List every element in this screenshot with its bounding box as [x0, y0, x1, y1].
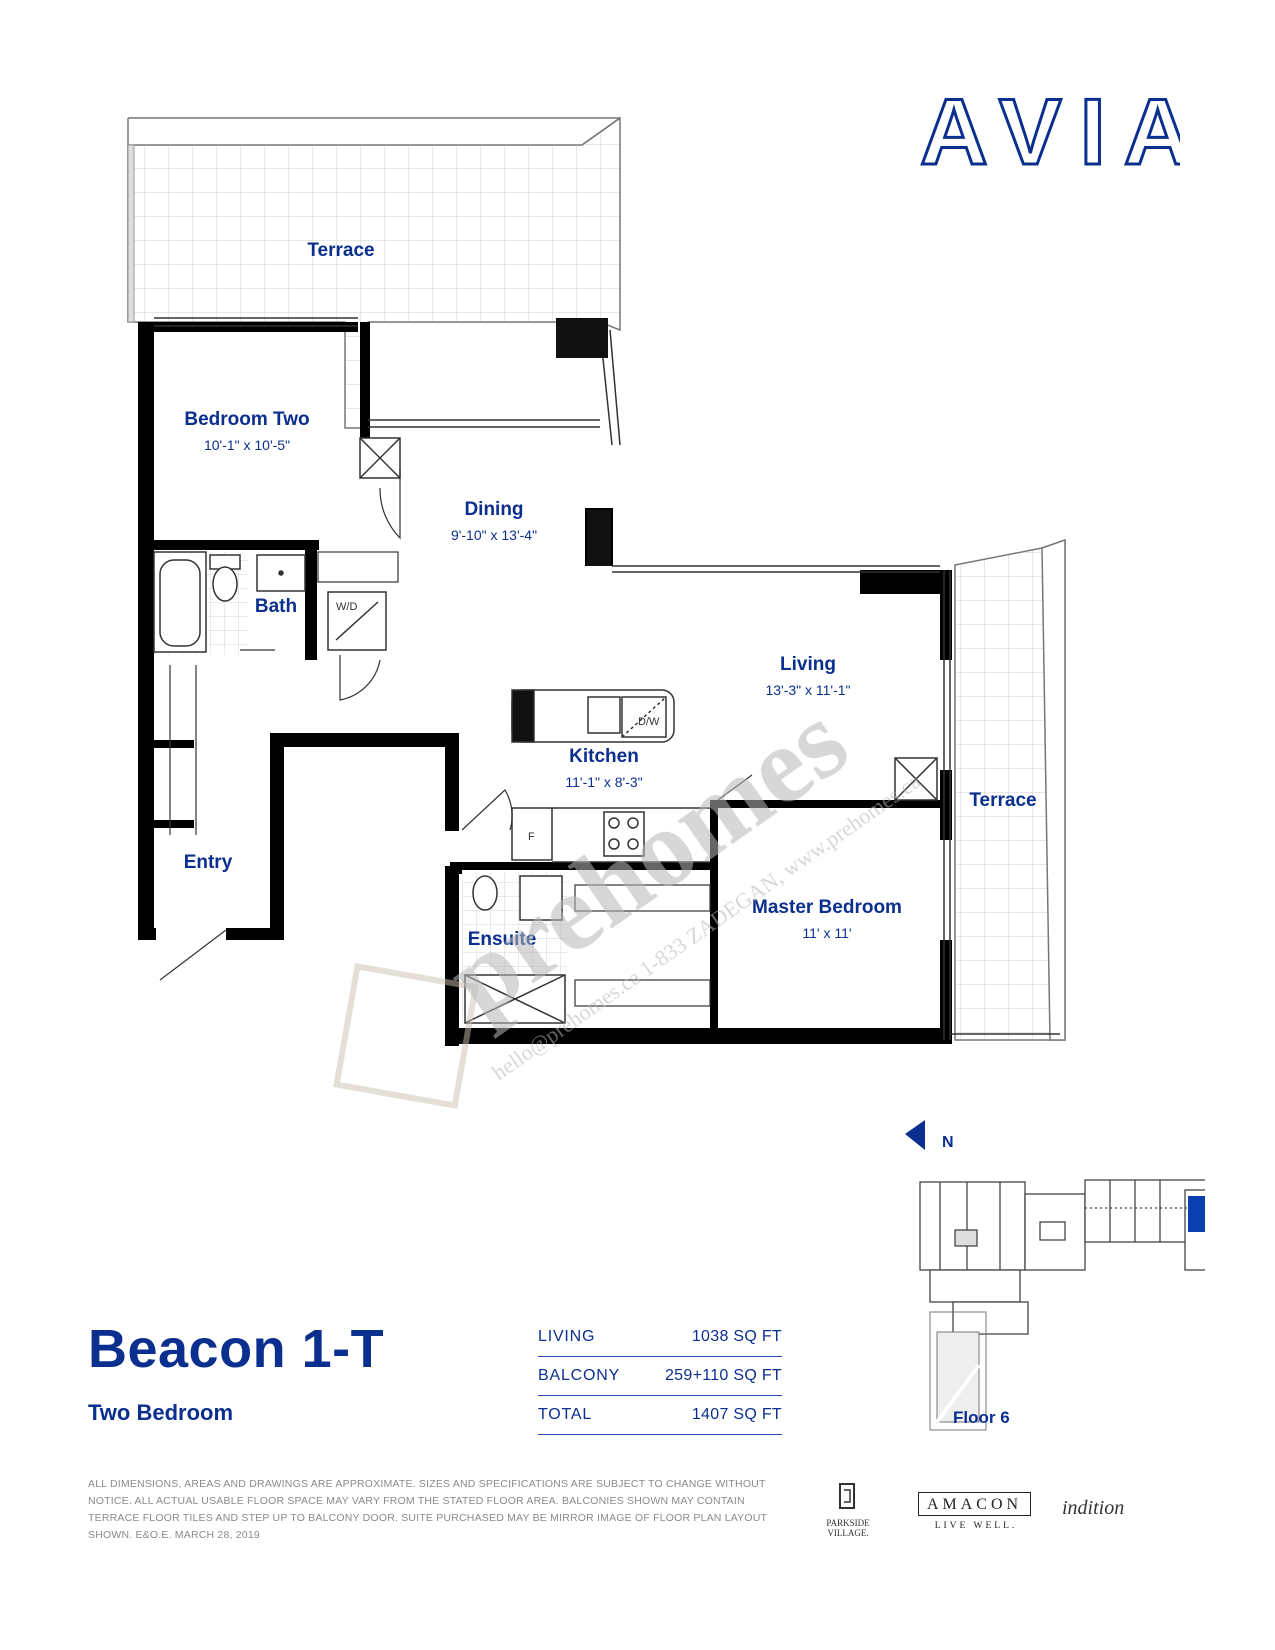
living-dims: 13'-3" x 11'-1"	[765, 682, 850, 698]
area-row-total: TOTAL 1407 SQ FT	[538, 1396, 782, 1435]
kitchen-fixtures	[511, 689, 710, 863]
key-plan-pool	[929, 1311, 987, 1431]
doors	[159, 468, 753, 981]
area-value: 259+110 SQ FT	[664, 1367, 782, 1384]
area-value: 1407 SQ FT	[691, 1406, 782, 1423]
area-label: BALCONY	[538, 1367, 621, 1384]
washer-dryer-label: W/D	[336, 601, 357, 613]
toilet-icon	[212, 566, 238, 602]
ensuite-sink-icon	[519, 875, 563, 921]
fridge-label: F	[528, 831, 535, 843]
unit-type: Two Bedroom	[88, 1400, 234, 1425]
amacon-logo: AMACON	[918, 1492, 1031, 1516]
master-bedroom-label: Master Bedroom	[752, 897, 902, 918]
north-label: N	[942, 1134, 954, 1151]
kitchen-dims: 11'-1" x 8'-3"	[565, 774, 642, 790]
area-value: 1038 SQ FT	[691, 1328, 782, 1345]
fridge-box	[511, 807, 553, 861]
indition-logo-text: indition	[1062, 1497, 1124, 1519]
unit-name: Beacon 1-T	[88, 1319, 385, 1379]
bath-fixtures	[153, 437, 938, 801]
key-plan-unit-highlight	[1188, 1196, 1205, 1232]
amacon-tagline: LIVE WELL.	[934, 1521, 1018, 1531]
avia-logo-text: AVIA	[920, 84, 1180, 174]
parkside-village-text: PARKSIDE VILLAGE.	[812, 1518, 884, 1538]
key-plan-building	[919, 1179, 1205, 1335]
bath-label: Bath	[255, 596, 297, 617]
area-row-living: LIVING 1038 SQ FT	[538, 1318, 782, 1357]
avia-logo: AVIA	[920, 84, 1180, 174]
ensuite-toilet-icon	[472, 875, 498, 911]
closets	[169, 551, 711, 1007]
disclaimer: ALL DIMENSIONS, AREAS AND DRAWINGS ARE A…	[88, 1478, 767, 1541]
kitchen-sink-icon	[587, 696, 621, 734]
parkside-line2: VILLAGE.	[827, 1528, 869, 1538]
floor-plan: W/D D/W F	[127, 116, 1066, 1109]
living-label: Living	[780, 654, 836, 675]
room-labels: Terrace Bedroom Two 10'-1" x 10'-5" Dini…	[184, 240, 1037, 950]
area-label: TOTAL	[538, 1406, 593, 1423]
dining-label: Dining	[464, 499, 523, 520]
terrace-right-area	[954, 538, 1066, 1041]
bedroom-two-dims: 10'-1" x 10'-5"	[204, 437, 290, 453]
dining-dims: 9'-10" x 13'-4"	[451, 527, 537, 543]
parkside-line1: PARKSIDE	[826, 1518, 870, 1528]
watermark-logo-icon	[333, 962, 480, 1109]
terrace-top-label: Terrace	[307, 240, 374, 261]
entry-label: Entry	[184, 852, 233, 873]
parkside-village-logo	[839, 1483, 855, 1509]
dishwasher-box	[621, 696, 667, 738]
indition-logo: indition	[1062, 1497, 1124, 1519]
terrace-right-label: Terrace	[969, 790, 1036, 811]
kitchen-label: Kitchen	[569, 746, 639, 767]
north-arrow-icon	[905, 1120, 925, 1150]
columns	[556, 318, 611, 566]
dishwasher-label: D/W	[638, 716, 660, 728]
area-label: LIVING	[538, 1328, 596, 1345]
terrace-top-area	[127, 116, 621, 429]
ensuite-label: Ensuite	[468, 929, 537, 950]
key-plan	[905, 1120, 1205, 1431]
bedroom-two-label: Bedroom Two	[184, 409, 309, 430]
window-lines	[154, 317, 1060, 1040]
ensuite-fixtures	[464, 875, 566, 1024]
area-table: LIVING 1038 SQ FT BALCONY 259+110 SQ FT …	[538, 1318, 782, 1435]
area-row-balcony: BALCONY 259+110 SQ FT	[538, 1357, 782, 1396]
master-bedroom-dims: 11' x 11'	[802, 925, 851, 941]
floor-label: Floor 6	[953, 1408, 1010, 1427]
